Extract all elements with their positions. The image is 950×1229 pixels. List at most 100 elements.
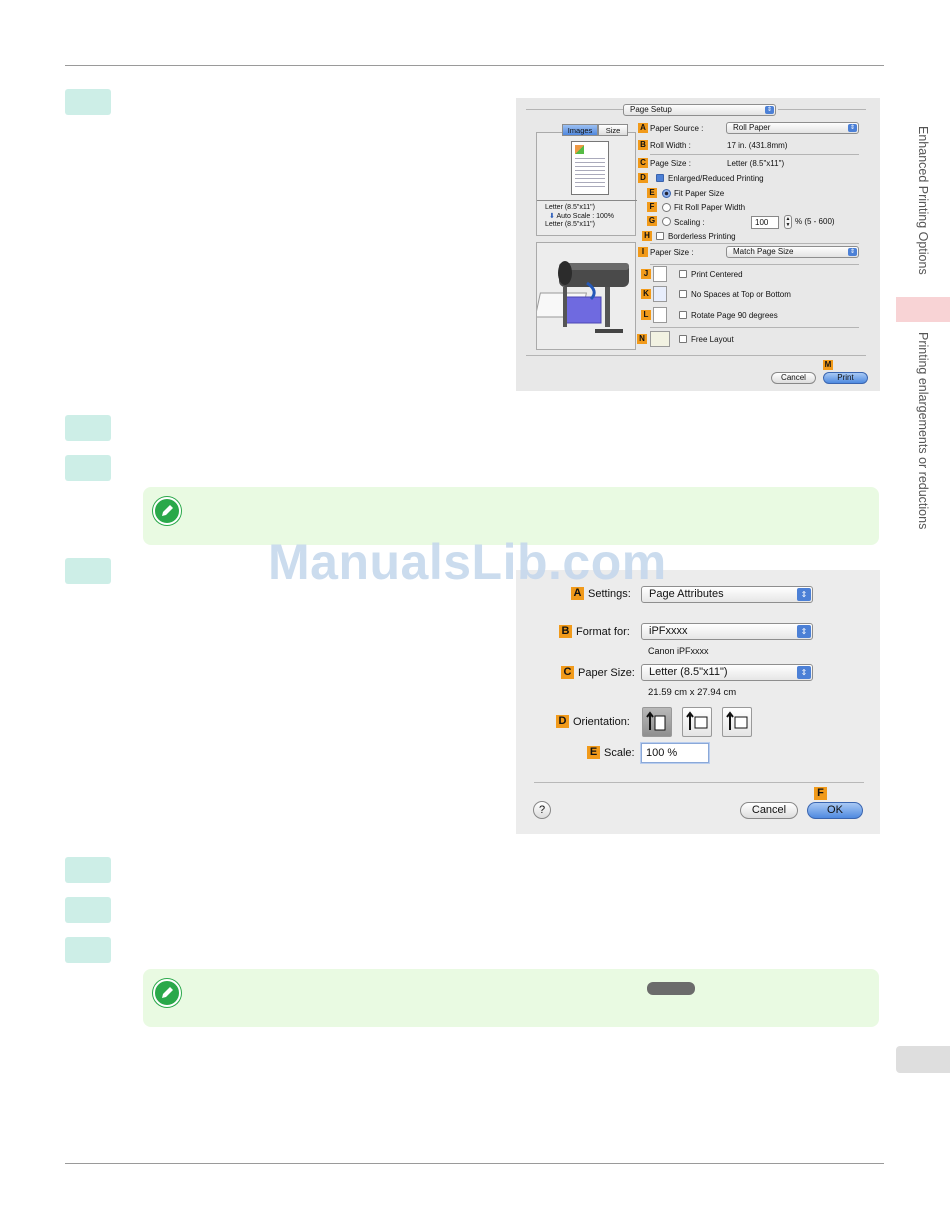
callout-c: C [638,158,648,168]
callout-n: N [637,334,647,344]
borderless-label: Borderless Printing [668,232,736,241]
paper-dimensions: 21.59 cm x 27.94 cm [648,687,737,698]
scaling-input[interactable]: 100 [751,216,779,229]
divider [526,109,626,110]
format-for-label: Format for: [576,626,630,638]
chapter-tab [896,297,950,322]
settings-popup[interactable]: Page Attributes⇕ [641,586,813,603]
callout-c: C [561,666,574,679]
roll-width-label: Roll Width : [650,141,691,150]
callout-i: I [638,247,648,257]
print-button[interactable]: Print [823,372,868,384]
step-marker-3 [65,455,111,481]
popup-value: Match Page Size [733,247,794,256]
reverse-landscape-icon [726,711,748,730]
divider [534,782,864,783]
scale-input[interactable]: 100 % [641,743,709,763]
preview-source-size: Letter (8.5"x11") [545,204,595,211]
settings-label: Settings: [588,588,631,600]
step-marker-5 [65,857,111,883]
popup-arrow-icon: ⇕ [797,625,811,638]
roll-width-value: 17 in. (431.8mm) [727,141,788,150]
paper-size-popup[interactable]: Match Page Size ⇕ [726,246,859,258]
fit-roll-width-label: Fit Roll Paper Width [674,203,746,212]
fit-roll-width-radio[interactable] [662,203,671,212]
popup-value: iPFxxxx [649,625,688,637]
image-thumb-icon [575,145,584,154]
callout-e: E [587,746,600,759]
popup-arrow-icon: ⇕ [848,248,857,256]
no-spaces-icon [653,286,667,302]
fit-paper-size-radio[interactable] [662,189,671,198]
popup-value: Page Setup [630,105,672,114]
bottom-rule [65,1163,884,1164]
no-spaces-checkbox[interactable] [679,290,687,298]
paper-size-popup[interactable]: Letter (8.5"x11") ⇕ [641,664,813,681]
cancel-button[interactable]: Cancel [740,802,798,819]
popup-value: Letter (8.5"x11") [649,666,728,678]
callout-m: M [823,360,833,370]
page-preview-thumbnail [571,141,609,195]
pencil-note-icon [153,979,181,1007]
paper-source-popup[interactable]: Roll Paper⇕ [726,122,859,134]
enlarged-reduced-checkbox[interactable] [656,174,664,182]
page-size-value: Letter (8.5"x11") [727,159,785,168]
dialog-type-popup[interactable]: Page Setup ⇕ [623,104,776,116]
watermark: ManualsLib.com [268,534,667,590]
top-rule [65,65,884,66]
scale-label: Scale: [604,747,635,759]
page-attributes-dialog: A Settings: Page Attributes⇕ B Format fo… [516,570,880,834]
scaling-stepper[interactable]: ▲▼ [784,215,792,229]
callout-e: E [647,188,657,198]
callout-b: B [638,140,648,150]
section-title: Printing enlargements or reductions [916,332,930,530]
callout-h: H [642,231,652,241]
orientation-label: Orientation: [573,716,630,728]
callout-j: J [641,269,651,279]
orientation-landscape-button[interactable] [682,707,712,737]
printer-model: Canon iPFxxxx [648,646,709,656]
callout-b: B [559,625,572,638]
note-box-1 [143,487,879,545]
orientation-reverse-landscape-button[interactable] [722,707,752,737]
free-layout-icon [650,331,670,347]
ok-button[interactable]: OK [807,802,863,819]
borderless-checkbox[interactable] [656,232,664,240]
free-layout-checkbox[interactable] [679,335,687,343]
preview-scale-row: ⬇ Auto Scale : 100% [549,212,614,220]
page-setup-dialog: Page Setup ⇕ Letter (8.5"x11") ⬇ Auto Sca… [516,98,880,391]
rotate-page-icon [653,307,667,323]
preview-scale: Auto Scale : 100% [556,213,615,220]
portrait-icon [646,711,666,731]
callout-a: A [571,587,584,600]
callout-g: G [647,216,657,226]
format-for-popup[interactable]: iPFxxxx ⇕ [641,623,813,640]
divider [526,355,866,356]
divider [650,327,859,328]
callout-l: L [641,310,651,320]
scaling-radio[interactable] [662,217,671,226]
tab-size[interactable]: Size [598,124,628,136]
divider [537,200,637,201]
paper-size-label: Paper Size : [650,248,694,257]
callout-f: F [647,202,657,212]
popup-arrow-icon: ⇕ [765,106,774,114]
scaling-range: % (5 - 600) [795,217,835,226]
landscape-icon [686,711,708,730]
callout-k: K [641,289,651,299]
callout-f: F [814,787,827,800]
rotate-page-checkbox[interactable] [679,311,687,319]
cancel-button[interactable]: Cancel [771,372,816,384]
scaling-label: Scaling : [674,218,705,227]
no-spaces-label: No Spaces at Top or Bottom [691,290,791,299]
help-button[interactable]: ? [533,801,551,819]
orientation-portrait-button[interactable] [642,707,672,737]
step-marker-4 [65,558,111,584]
print-centered-checkbox[interactable] [679,270,687,278]
enlarged-reduced-label: Enlarged/Reduced Printing [668,174,764,183]
popup-arrow-icon: ⇕ [797,666,811,679]
divider [650,154,859,155]
step-marker-1 [65,89,111,115]
tab-images[interactable]: Images [562,124,598,136]
callout-d: D [638,173,648,183]
